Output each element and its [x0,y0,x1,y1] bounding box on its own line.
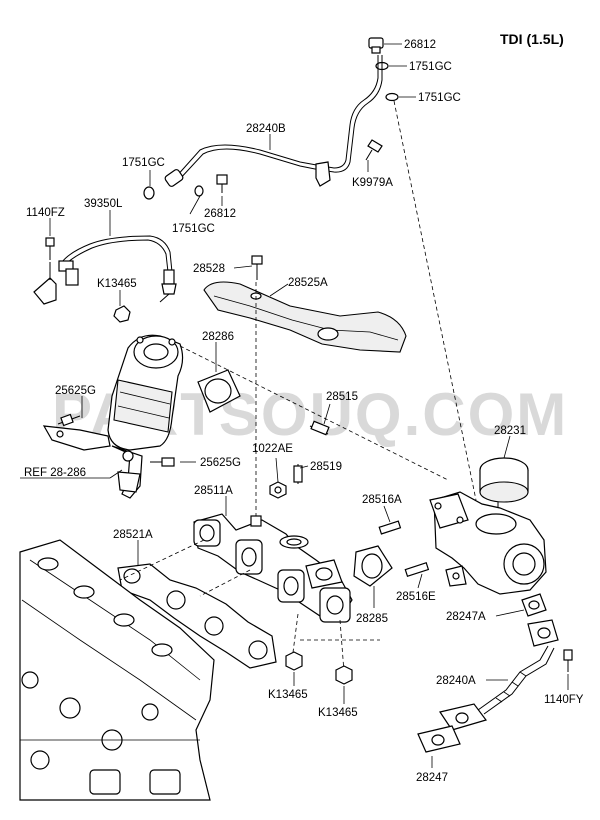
label-28286: 28286 [202,331,234,343]
exhaust-manifold-28511a [193,513,353,623]
diagram-title: TDI (1.5L) [500,31,564,47]
studs-28516 [378,520,430,578]
nut-k13465-a [285,651,303,671]
label-39350l: 39350L [84,198,123,210]
label-k13465-b: K13465 [318,707,358,719]
catalytic-converter [42,334,184,499]
label-28247a: 28247A [446,611,486,623]
label-26812-top: 26812 [404,39,436,51]
label-28247: 28247 [416,772,448,784]
part-labels: 26812 1751GC 1751GC 28240B 1751GC K9979A… [24,39,584,784]
turbocharger-28231 [429,457,547,595]
oxygen-sensor-39350l [33,235,177,305]
label-28519: 28519 [310,461,342,473]
oil-return-pipe-28240a [417,593,573,753]
stud-28519 [293,464,303,484]
label-1140fz: 1140FZ [26,207,65,219]
label-28528: 28528 [193,263,225,275]
stud-28515 [309,420,330,436]
label-28240b: 28240B [246,123,286,135]
leader-lines [20,43,569,768]
label-1022ae: 1022AE [252,443,293,455]
gasket-28286 [197,369,241,413]
label-25625g-low: 25625G [200,457,241,469]
label-1751gc-mid: 1751GC [172,223,215,235]
heat-shield-28525a [203,281,407,353]
cylinder-head [19,539,215,801]
label-28231: 28231 [494,425,526,437]
nut-k13465-b [335,665,353,685]
label-28516e: 28516E [396,591,436,603]
gasket-28285 [353,545,393,587]
label-1751gc-left: 1751GC [122,157,165,169]
label-1751gc-a: 1751GC [409,61,452,73]
label-ref-28-286: REF 28-286 [24,467,86,479]
label-28516a: 28516A [362,494,402,506]
label-28285: 28285 [356,613,388,625]
manifold-gasket-28521a [117,563,277,669]
label-26812-mid: 26812 [204,208,236,220]
label-28240a: 28240A [436,675,476,687]
label-28515: 28515 [326,391,358,403]
label-25625g-top: 25625G [55,385,96,397]
label-28525a: 28525A [288,277,328,289]
label-1140fy: 1140FY [544,694,584,706]
label-28521a: 28521A [113,529,153,541]
nut-k13465-top [113,305,131,323]
label-28511a: 28511A [194,485,233,497]
label-k13465-a: K13465 [268,689,308,701]
bolt-28528 [251,255,263,265]
label-k9979a: K9979A [352,177,393,189]
label-k13465-top: K13465 [97,278,137,290]
label-1751gc-b: 1751GC [418,92,461,104]
oil-feed-pipe-28240b [143,37,477,501]
